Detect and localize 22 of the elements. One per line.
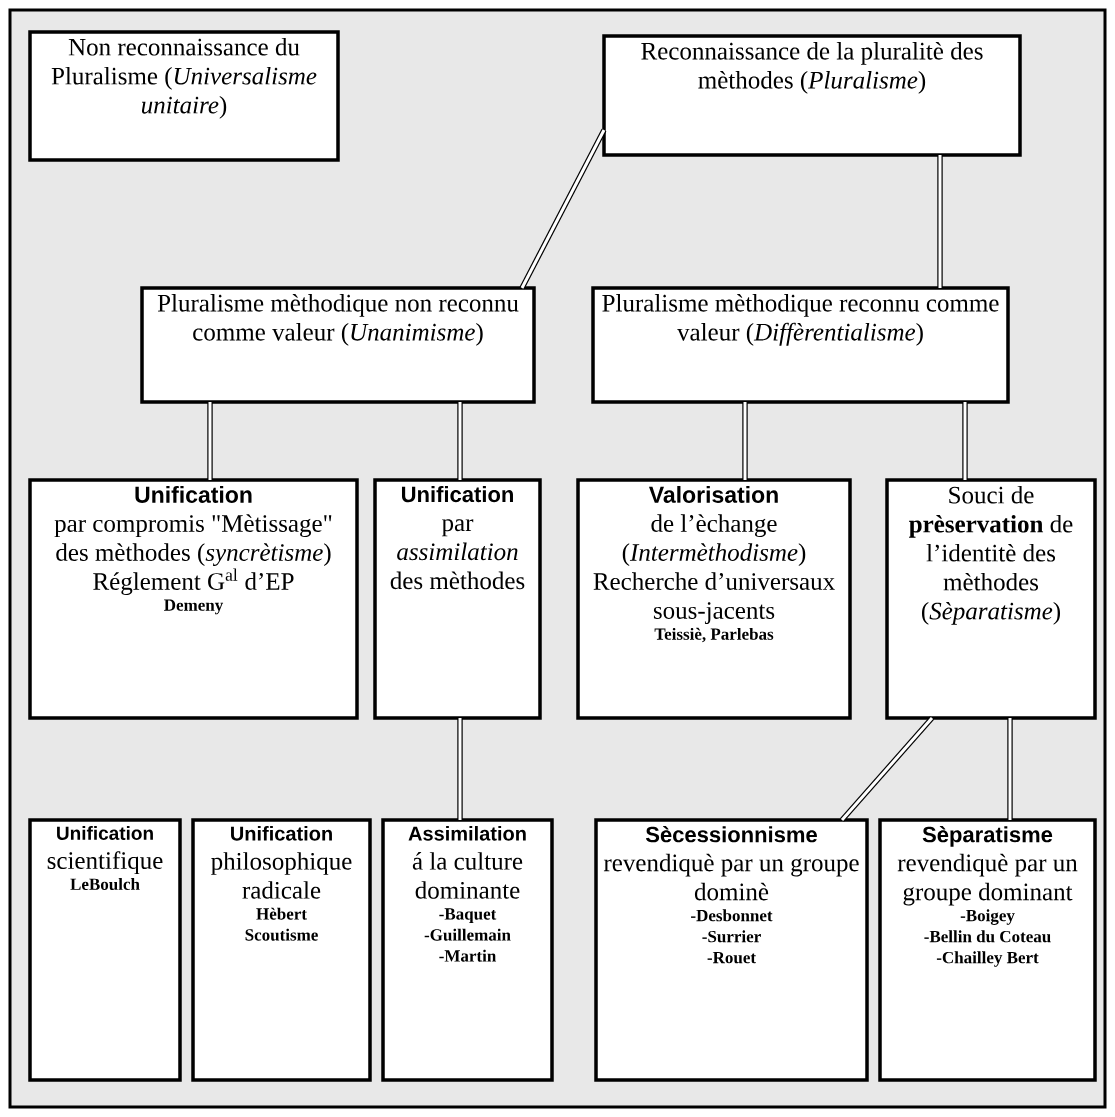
category-box: Non reconnaissance du Pluralisme (Universalisme unitaire) xyxy=(28,30,340,162)
category-box: Pluralisme mèthodique non reconnu comme valeur (Unanimisme) xyxy=(140,286,536,404)
connector-line xyxy=(962,402,968,480)
connector-line xyxy=(519,128,607,290)
category-box: Reconnaissance de la pluralitè des mèthodes (Pluralisme) xyxy=(602,34,1022,157)
category-box: Unification scientifique LeBoulch xyxy=(28,818,182,1082)
connector-line xyxy=(1007,718,1013,820)
category-box: Sèparatisme revendiquè par un groupe dominant -Boigey -Bellin du Coteau -Chailley Bert xyxy=(878,818,1097,1082)
connector-line xyxy=(457,402,463,480)
connector-line xyxy=(207,402,213,480)
category-box: Unification par compromis "Mètissage" des mèthodes (syncrètisme) Réglement G$^{al}$ d’EP Demeny xyxy=(28,478,359,720)
category-box: Souci de prèservation de l’identitè des mèthodes (Sèparatisme) xyxy=(885,478,1097,720)
category-box: Sècessionnisme revendiquè par un groupe dominè -Desbonnet -Surrier -Rouet xyxy=(594,818,869,1082)
category-box: Unification par assimilation des mèthodes xyxy=(373,478,542,720)
connector-line xyxy=(742,402,748,480)
connector-line xyxy=(457,718,463,820)
category-box: Assimilation á la culture dominante -Baquet -Guillemain -Martin xyxy=(381,818,554,1082)
connector-line xyxy=(839,716,935,822)
connector-line xyxy=(937,155,943,288)
category-box: Valorisation de l’èchange (Intermèthodisme) Recherche d’universaux sous-jacents Teissiè, Parlebas xyxy=(576,478,852,720)
category-box: Pluralisme mèthodique reconnu comme valeur (Diffèrentialisme) xyxy=(591,286,1010,404)
category-box: Unification philosophique radicale Hèbert Scoutisme xyxy=(191,818,372,1082)
